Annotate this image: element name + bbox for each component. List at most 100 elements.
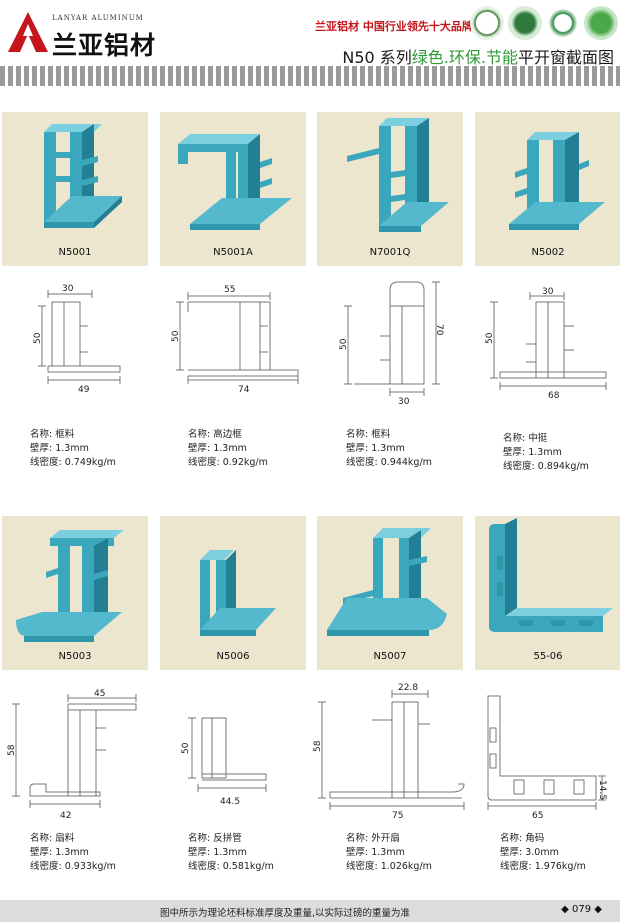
profile-card-n7001q: N7001Q: [317, 112, 463, 266]
cert-badge-2-icon: [508, 6, 542, 40]
section-drawing-n7001q: 50 70 30: [339, 281, 444, 406]
dim-height-total: 70: [434, 324, 444, 336]
dim-height: 50: [171, 330, 181, 342]
dim-depth: 30: [398, 397, 410, 406]
spec-density: 0.894kg/m: [537, 461, 589, 472]
page-header: LANYAR ALUMINUM 兰亚铝材 兰亚铝材 中国行业领先十大品牌 N50…: [0, 0, 620, 92]
profile-3d-n7001q-image: [347, 118, 449, 232]
title-suffix: 平开窗截面图: [517, 48, 614, 67]
brand-logo: LANYAR ALUMINUM 兰亚铝材: [6, 10, 156, 62]
spec-density-label: 线密度:: [503, 461, 535, 472]
profile-code: N5001: [58, 247, 92, 258]
title-green: 绿色.环保.节能: [411, 48, 518, 67]
dim-width: 30: [542, 287, 554, 297]
dim-depth: 68: [548, 391, 560, 401]
spec-density: 0.581kg/m: [222, 861, 274, 872]
footer-note: 图中所示为理论坯料标准厚度及重量,以实际过磅的重量为准: [160, 908, 411, 919]
section-drawing-55-06: 65 14.5: [487, 695, 607, 821]
profile-card-n5001: N5001: [2, 112, 148, 266]
cert-badge-3-icon: [546, 6, 580, 40]
spec-name-label: 名称:: [500, 833, 523, 844]
section-drawing-n5002: 30 50 68: [485, 287, 607, 401]
section-drawing-n5007: 22.8 58 75: [313, 683, 465, 820]
spec-wall-label: 壁厚:: [188, 443, 211, 454]
dim-height: 50: [181, 742, 191, 754]
spec-n7001q: 名称: 框料 壁厚: 1.3mm 线密度: 0.944kg/m: [346, 428, 432, 470]
spec-n5003: 名称: 扇料 壁厚: 1.3mm 线密度: 0.933kg/m: [30, 832, 116, 874]
spec-name-label: 名称:: [503, 433, 526, 444]
spec-name-label: 名称:: [188, 833, 211, 844]
spec-name-label: 名称:: [346, 429, 369, 440]
spec-name: 外开扇: [371, 833, 400, 844]
spec-wall-label: 壁厚:: [188, 847, 211, 858]
spec-density-label: 线密度:: [346, 861, 378, 872]
spec-density: 0.944kg/m: [380, 457, 432, 468]
logo-mark-icon: [8, 12, 48, 52]
cert-badge-1-icon: [470, 6, 504, 40]
profile-code: N5007: [373, 651, 407, 662]
spec-name: 扇料: [55, 833, 75, 844]
dim-height: 14.5: [597, 780, 607, 800]
spec-name: 框料: [55, 429, 75, 440]
profile-code: N5006: [216, 651, 250, 662]
profile-code: N5001A: [213, 247, 253, 258]
dim-height: 58: [313, 740, 323, 752]
profile-card-n5003: N5003: [2, 516, 148, 670]
profile-card-55-06: 55-06: [475, 516, 620, 670]
dim-height: 50: [485, 332, 495, 344]
dim-top: 22.8: [398, 683, 418, 693]
certification-badges: [470, 6, 618, 42]
spec-wall: 1.3mm: [213, 443, 247, 454]
cert-badge-4-icon: [584, 6, 618, 40]
spec-wall: 1.3mm: [55, 847, 89, 858]
spec-name-label: 名称:: [188, 429, 211, 440]
dim-height: 58: [7, 744, 17, 756]
profile-code: N5002: [531, 247, 565, 258]
page-footer: 图中所示为理论坯料标准厚度及重量,以实际过磅的重量为准 ◆ 079 ◆: [0, 900, 620, 922]
profile-3d-n5001a-image: [178, 134, 292, 230]
spec-density: 0.933kg/m: [64, 861, 116, 872]
spec-wall: 3.0mm: [525, 847, 559, 858]
spec-density: 0.749kg/m: [64, 457, 116, 468]
spec-55-06: 名称: 角码 壁厚: 3.0mm 线密度: 1.976kg/m: [500, 832, 586, 874]
dim-depth: 49: [78, 385, 90, 394]
profile-3d-n5007-image: [327, 528, 447, 636]
section-drawing-n5006: 50 44.5: [181, 717, 267, 807]
spec-n5001a: 名称: 高边框 壁厚: 1.3mm 线密度: 0.92kg/m: [188, 428, 268, 470]
spec-wall: 1.3mm: [371, 847, 405, 858]
logo-name: 兰亚铝材: [52, 31, 157, 60]
logo-subtitle: LANYAR ALUMINUM: [52, 14, 144, 22]
spec-density: 1.976kg/m: [534, 861, 586, 872]
profile-code: N7001Q: [369, 247, 411, 258]
profile-3d-n5002-image: [509, 132, 605, 230]
spec-density: 0.92kg/m: [222, 457, 268, 468]
spec-wall-label: 壁厚:: [500, 847, 523, 858]
spec-wall: 1.3mm: [528, 447, 562, 458]
spec-name-label: 名称:: [346, 833, 369, 844]
dim-depth: 74: [238, 385, 250, 394]
page-number: ◆ 079 ◆: [561, 904, 602, 915]
spec-name: 高边框: [213, 429, 242, 440]
profile-3d-n5003-image: [16, 530, 124, 642]
dim-width: 55: [224, 285, 235, 295]
profile-card-n5001a: N5001A: [160, 112, 306, 266]
section-drawing-n5001: 30 50 49: [33, 284, 121, 394]
spec-wall-label: 壁厚:: [30, 443, 53, 454]
spec-density-label: 线密度:: [188, 457, 220, 468]
spec-name: 反拼管: [213, 833, 242, 844]
dim-width: 45: [94, 689, 105, 699]
spec-name: 框料: [371, 429, 391, 440]
dim-depth: 42: [60, 811, 71, 821]
spec-n5001: 名称: 框料 壁厚: 1.3mm 线密度: 0.749kg/m: [30, 428, 116, 470]
spec-n5007: 名称: 外开扇 壁厚: 1.3mm 线密度: 1.026kg/m: [346, 832, 432, 874]
spec-density-label: 线密度:: [346, 457, 378, 468]
spec-density-label: 线密度:: [188, 861, 220, 872]
section-drawing-n5003: 45 58 42: [7, 689, 137, 821]
section-drawing-n5001a: 55 50 74: [171, 285, 299, 394]
spec-name-label: 名称:: [30, 429, 53, 440]
spec-name: 中挺: [528, 433, 548, 444]
header-stripe: [0, 66, 620, 86]
spec-density-label: 线密度:: [500, 861, 532, 872]
profile-3d-55-06-image: [489, 518, 613, 632]
dim-depth: 75: [392, 811, 403, 820]
